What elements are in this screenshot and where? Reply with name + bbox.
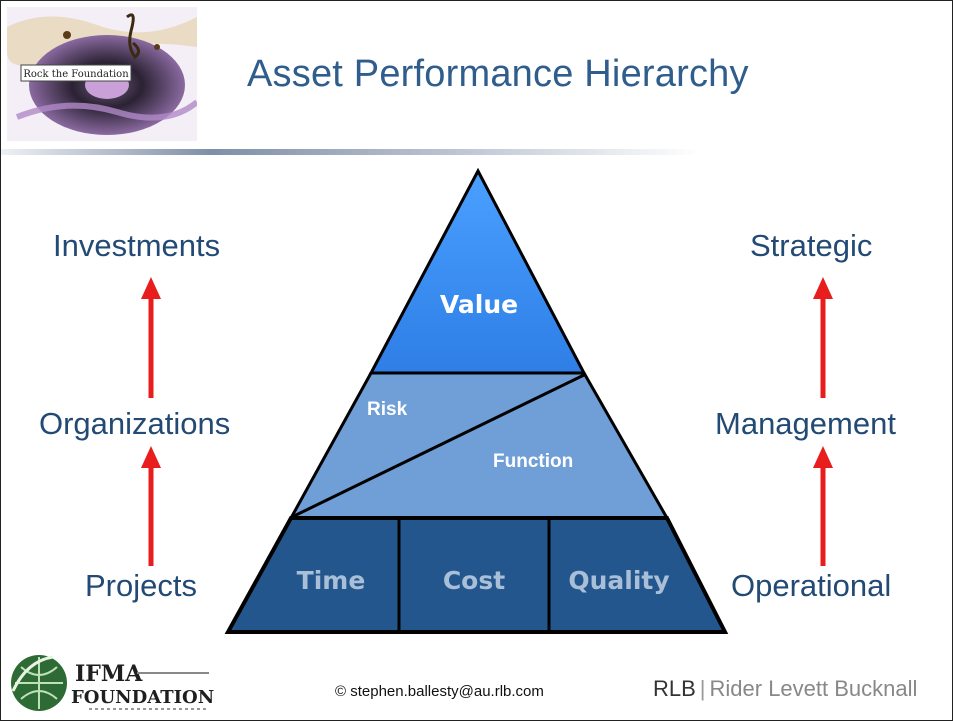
pyramid-apex-value	[368, 167, 587, 375]
right-arrow-upper	[813, 277, 833, 398]
rlb-company-name: Rider Levett Bucknall	[709, 676, 918, 701]
rock-logo-text: Rock the Foundation	[23, 69, 129, 80]
pyramid-middle-band	[288, 371, 670, 520]
label-investments: Investments	[53, 228, 221, 263]
label-management: Management	[715, 406, 896, 441]
pyramid-function-label: Function	[493, 451, 573, 472]
pyramid-value-label: Value	[440, 290, 518, 319]
pyramid-quality-label: Quality	[568, 566, 669, 595]
ifma-foundation-text: FOUNDATION	[71, 687, 214, 708]
left-arrow-upper	[141, 277, 161, 398]
left-arrow-lower	[141, 446, 161, 566]
header-divider	[1, 149, 701, 155]
label-organizations: Organizations	[39, 406, 231, 441]
pyramid-time-label: Time	[297, 566, 366, 595]
risk-function-divider	[293, 373, 585, 518]
rlb-separator: |	[699, 676, 706, 701]
label-operational: Operational	[731, 568, 892, 603]
rlb-logo: RLB|Rider Levett Bucknall	[653, 676, 917, 702]
right-arrow-lower	[813, 446, 833, 566]
rlb-mark: RLB	[653, 676, 696, 701]
pyramid-base	[224, 516, 729, 634]
ifma-logo-text: IFMA	[75, 661, 143, 687]
ifma-foundation-logo: IFMA FOUNDATION	[11, 655, 214, 711]
slide-title: Asset Performance Hierarchy	[247, 53, 749, 95]
pyramid-cost-label: Cost	[443, 566, 505, 595]
label-strategic: Strategic	[750, 228, 873, 263]
label-projects: Projects	[85, 568, 197, 603]
footer-copyright-email: © stephen.ballesty@au.rlb.com	[335, 683, 544, 700]
pyramid-risk-label: Risk	[367, 399, 408, 420]
rock-the-foundation-logo: Rock the Foundation	[7, 7, 197, 141]
